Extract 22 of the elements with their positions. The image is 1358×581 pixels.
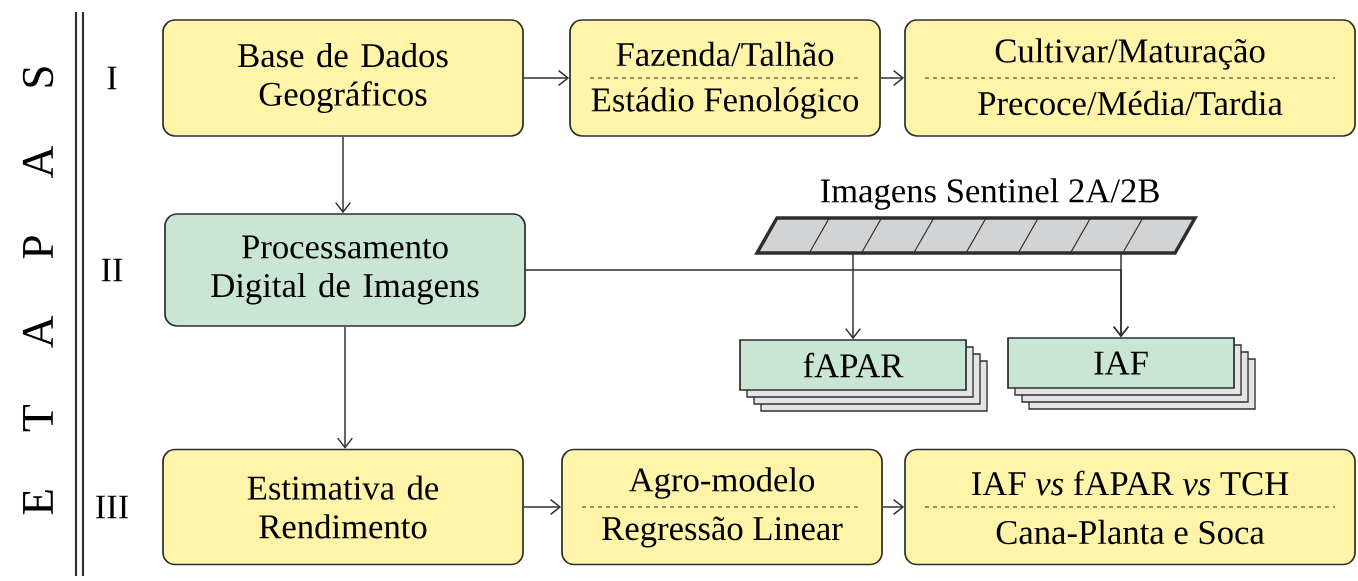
arrow — [334, 136, 352, 214]
stage-numeral: III — [95, 495, 129, 519]
arrow — [525, 269, 1130, 338]
node-label: Imagens Sentinel 2A/2B — [820, 178, 1159, 210]
divided-box: IAF vs fAPAR vs TCH Cana-Planta e Soca — [904, 448, 1356, 566]
stage-numeral: II — [101, 258, 123, 282]
arrow — [882, 498, 905, 516]
stacked-layers: IAF — [1007, 337, 1256, 410]
process-box: Processamento Digital de Imagens — [164, 213, 526, 327]
arrow — [523, 498, 562, 516]
process-box: Base de Dados Geográficos — [162, 19, 524, 137]
arrow — [880, 69, 905, 87]
divided-box: Cultivar/Maturação Precoce/Média/Tardia — [904, 19, 1356, 137]
divided-box: Agro-modelo Regressão Linear — [561, 448, 883, 566]
arrow — [336, 326, 354, 449]
stage-numeral: I — [107, 66, 117, 90]
stacked-layers: fAPAR — [739, 339, 988, 412]
divided-box: Fazenda/Talhão Estádio Fenológico — [569, 19, 881, 137]
arrow — [844, 252, 862, 340]
process-box: Estimativa de Rendimento — [162, 448, 524, 566]
stage-title: E T A P A S — [22, 67, 54, 515]
arrow — [523, 69, 570, 87]
